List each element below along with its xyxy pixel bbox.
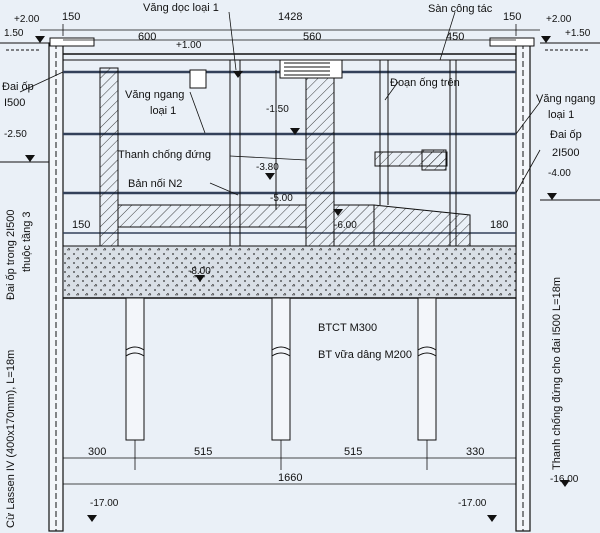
ground-lines <box>0 42 600 201</box>
elev-left-150: 1.50 <box>4 28 24 39</box>
label-cu-lassen: Cừ Lassen IV (400x170mm), L=18m <box>5 350 17 528</box>
label-thanh-chong-right: Thanh chống đứng cho đai I500 L=18m <box>551 277 563 470</box>
elev-right-150: +1.50 <box>565 28 591 39</box>
label-dai-op-left-1: Đai ốp <box>2 81 34 93</box>
dim-150-inner: 150 <box>72 219 90 231</box>
dim-600: 600 <box>138 31 156 43</box>
elev-bottom-left: -17.00 <box>90 498 119 509</box>
label-vang-ngang-left-2: loại 1 <box>150 105 176 117</box>
label-doan-ong-tren: Đoạn ống trên <box>390 77 460 89</box>
label-vang-ngang-right-2: loại 1 <box>548 109 574 121</box>
dim-b1660: 1660 <box>278 472 302 484</box>
dim-450: 450 <box>446 31 464 43</box>
label-dai-op-right-1: Đai ốp <box>550 129 582 141</box>
dim-top-150-right: 150 <box>503 11 521 23</box>
elev-right-m400: -4.00 <box>548 168 571 179</box>
dim-b330: 330 <box>466 446 484 458</box>
label-san-cong-tac: Sàn công tác <box>428 3 493 15</box>
elev-left-m250: -2.50 <box>4 129 27 140</box>
bored-piles <box>125 297 437 441</box>
dim-180-inner: 180 <box>490 219 508 231</box>
dim-top-1428: 1428 <box>278 11 302 23</box>
label-vang-ngang-right-1: Văng ngang <box>536 93 595 105</box>
label-dai-op-trong-2: thuộc tầng 3 <box>21 211 33 272</box>
label-bt-vua-dang: BT vữa dâng M200 <box>318 349 412 361</box>
label-vang-doc: Văng dọc loại 1 <box>143 2 219 14</box>
label-dai-op-trong-b: thuộc tầng 3 <box>21 211 33 272</box>
label-dai-op-trong: Đai ốp trong 2I500 <box>5 209 17 300</box>
elevation-markers <box>25 36 570 522</box>
elev-top-right: +2.00 <box>546 14 572 25</box>
dim-b515-b: 515 <box>344 446 362 458</box>
elev-inner-m380: -3.80 <box>256 162 279 173</box>
elev-bottom-right: -17.00 <box>458 498 487 509</box>
elev-top-left: +2.00 <box>14 14 40 25</box>
label-thanh-chong-dung: Thanh chống đứng <box>118 149 211 161</box>
elev-inner-m500: -5.00 <box>270 193 293 204</box>
label-btct: BTCT M300 <box>318 322 377 334</box>
reference-lines <box>40 24 540 490</box>
elev-right-m1600: -16.00 <box>550 474 579 485</box>
label-dai-op-left-2: I500 <box>4 97 25 109</box>
label-dai-op-right-2: 2I500 <box>552 147 580 159</box>
dim-top-150-left: 150 <box>62 11 80 23</box>
label-dai-op-trong-1: Đai ốp trong 2I500 <box>5 209 17 300</box>
bottom-slab <box>62 245 517 299</box>
label-ban-noi: Bản nối N2 <box>128 178 182 190</box>
elev-inner-m150: -1.50 <box>266 104 289 115</box>
label-vang-ngang-left-1: Văng ngang <box>125 89 184 101</box>
elev-inner-m600: -6.00 <box>334 220 357 231</box>
upper-pipe-element <box>279 59 343 79</box>
leader-lines <box>19 11 541 196</box>
elev-inner-m800: -8.00 <box>188 266 211 277</box>
dim-560: 560 <box>303 31 321 43</box>
elev-inner-100: +1.00 <box>176 40 202 51</box>
dim-b515-a: 515 <box>194 446 212 458</box>
dim-b300: 300 <box>88 446 106 458</box>
